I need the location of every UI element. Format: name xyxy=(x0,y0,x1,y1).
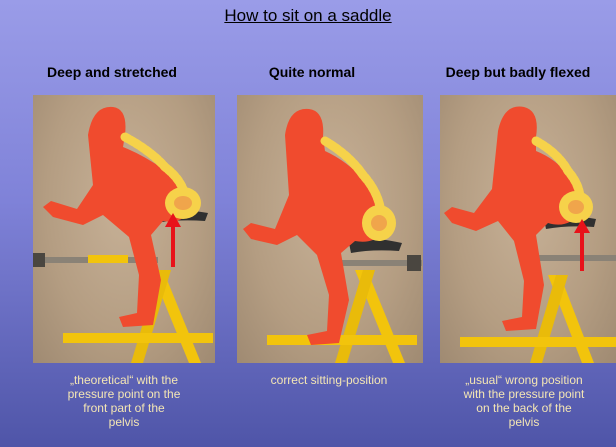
photo-deep-stretched xyxy=(33,95,215,363)
caption-line: correct sitting-position xyxy=(226,373,432,387)
saddle-figure-illustration xyxy=(33,95,215,363)
heading-quite-normal: Quite normal xyxy=(222,64,402,80)
photo-deep-badly-flexed xyxy=(440,95,616,363)
caption-line: pelvis xyxy=(22,415,226,429)
saddle-figure-illustration xyxy=(237,95,423,363)
caption-line: with the pressure point xyxy=(432,387,616,401)
caption-deep-stretched: „theoretical“ with the pressure point on… xyxy=(22,373,226,429)
photo-quite-normal xyxy=(237,95,423,363)
heading-deep-badly-flexed: Deep but badly flexed xyxy=(428,64,608,80)
caption-line: „theoretical“ with the xyxy=(22,373,226,387)
caption-line: pelvis xyxy=(432,415,616,429)
caption-line: on the back of the xyxy=(432,401,616,415)
caption-deep-badly-flexed: „usual“ wrong position with the pressure… xyxy=(432,373,616,429)
slide-title: How to sit on a saddle xyxy=(0,6,616,26)
caption-quite-normal: correct sitting-position xyxy=(226,373,432,387)
caption-line: „usual“ wrong position xyxy=(432,373,616,387)
caption-line: pressure point on the xyxy=(22,387,226,401)
caption-line: front part of the xyxy=(22,401,226,415)
saddle-figure-illustration xyxy=(440,95,616,363)
heading-deep-stretched: Deep and stretched xyxy=(22,64,202,80)
